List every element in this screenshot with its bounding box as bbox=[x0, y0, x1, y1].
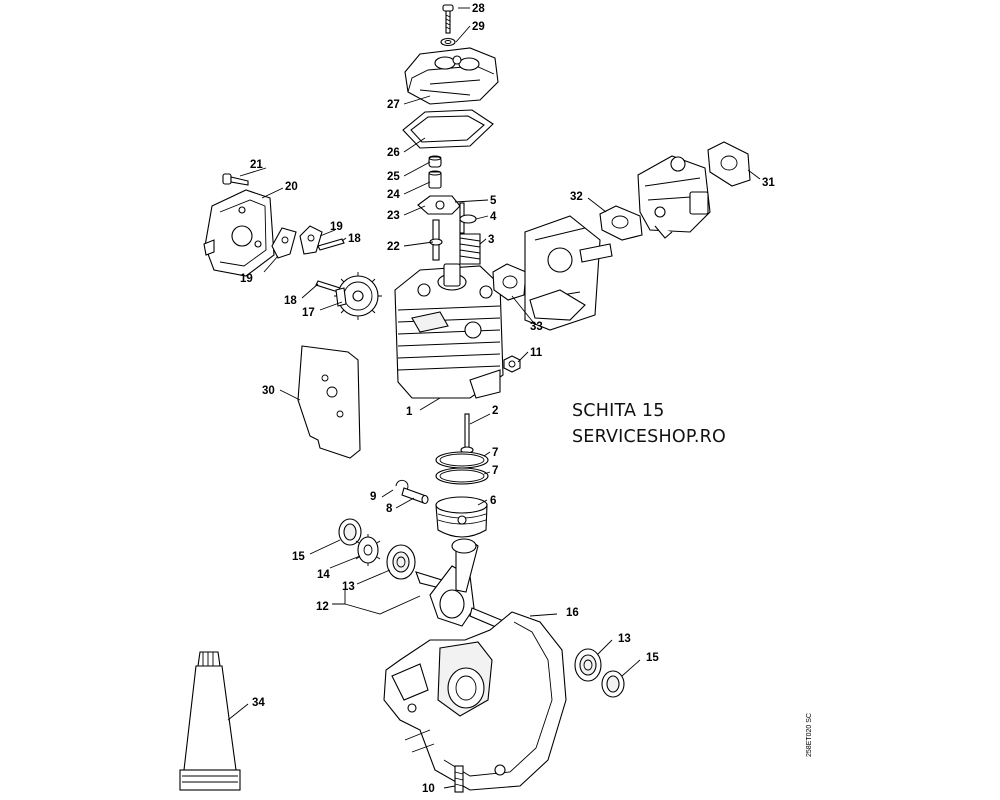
part-manifold-flange bbox=[524, 215, 613, 331]
part-19-rocker-levers bbox=[271, 225, 323, 259]
part-7-piston-ring-lower bbox=[435, 467, 489, 485]
callout-9: 9 bbox=[370, 491, 376, 503]
part-10-screw bbox=[454, 765, 464, 793]
callout-6: 6 bbox=[490, 495, 496, 507]
callout-27: 27 bbox=[387, 99, 400, 111]
part-3-valve-spring bbox=[459, 233, 481, 265]
part-33-manifold-gasket bbox=[492, 263, 527, 301]
callout-25: 25 bbox=[387, 171, 400, 183]
part-17-camshaft-gear bbox=[334, 272, 382, 320]
callout-33: 33 bbox=[530, 321, 543, 333]
part-23-rocker-arm bbox=[417, 195, 461, 215]
part-4-valve-keeper bbox=[459, 214, 477, 224]
callout-32: 32 bbox=[570, 191, 583, 203]
part-32-carb-gasket bbox=[599, 205, 643, 241]
part-2-valve bbox=[460, 413, 474, 454]
document-code: 258ET020 SC bbox=[806, 713, 813, 757]
part-6-piston bbox=[435, 496, 488, 538]
callout-29: 29 bbox=[472, 21, 485, 33]
part-30-heat-shield bbox=[297, 345, 361, 459]
part-26-cover-gasket bbox=[402, 109, 494, 149]
watermark-site: SERVICESHOP.RO bbox=[572, 427, 726, 447]
part-20-cam-cover bbox=[203, 189, 275, 277]
callout-4: 4 bbox=[490, 211, 497, 223]
callout-15a: 15 bbox=[292, 551, 305, 563]
callout-3: 3 bbox=[488, 234, 494, 246]
part-1-cylinder bbox=[394, 263, 504, 399]
callout-12: 12 bbox=[316, 601, 329, 613]
watermark-title: SCHITA 15 bbox=[572, 401, 665, 421]
callout-31: 31 bbox=[762, 177, 775, 189]
callout-14: 14 bbox=[317, 569, 330, 581]
callout-21: 21 bbox=[250, 159, 263, 171]
part-7-piston-ring-upper bbox=[435, 451, 489, 469]
callout-19b: 19 bbox=[240, 273, 253, 285]
part-25-spring-retainer bbox=[428, 155, 442, 168]
callout-labels: 28 29 27 26 25 24 23 22 5 4 3 20 21 19 1… bbox=[240, 3, 775, 795]
part-carburetor bbox=[637, 155, 711, 239]
part-29-washer bbox=[440, 37, 456, 47]
callout-15b: 15 bbox=[646, 652, 659, 664]
callout-2: 2 bbox=[492, 405, 498, 417]
part-15-seal-left bbox=[338, 518, 362, 546]
part-31-air-filter-gasket bbox=[707, 141, 751, 187]
part-14-crank-gear bbox=[355, 534, 381, 566]
callout-26: 26 bbox=[387, 147, 400, 159]
part-18-shaft-upper bbox=[317, 238, 345, 251]
part-15-seal-right bbox=[601, 670, 625, 698]
callout-8: 8 bbox=[386, 503, 393, 515]
part-34-grease-tube bbox=[179, 651, 241, 791]
callout-13a: 13 bbox=[342, 581, 355, 593]
leader-lines bbox=[227, 7, 761, 789]
callout-17: 17 bbox=[302, 307, 315, 319]
callout-30: 30 bbox=[262, 385, 275, 397]
part-11-nut bbox=[503, 355, 521, 373]
callout-1: 1 bbox=[406, 406, 413, 418]
callout-18a: 18 bbox=[348, 233, 361, 245]
callout-22: 22 bbox=[387, 241, 400, 253]
part-28-screw bbox=[442, 4, 454, 34]
part-27-valve-cover bbox=[404, 47, 499, 105]
part-12-crankshaft bbox=[415, 538, 507, 631]
part-13-bearing-left bbox=[386, 544, 416, 580]
callout-18b: 18 bbox=[284, 295, 297, 307]
part-16-crankcase bbox=[383, 611, 567, 791]
part-8-piston-pin bbox=[401, 487, 429, 505]
part-22-pushrod-stud bbox=[429, 219, 443, 261]
callout-7b: 7 bbox=[492, 465, 498, 477]
callout-23: 23 bbox=[387, 210, 400, 222]
callout-20: 20 bbox=[285, 181, 298, 193]
part-13-bearing-right bbox=[574, 648, 602, 682]
part-21-screw bbox=[222, 173, 249, 186]
callout-5: 5 bbox=[490, 195, 497, 207]
callout-11: 11 bbox=[530, 347, 543, 359]
callout-7a: 7 bbox=[492, 447, 498, 459]
callout-10: 10 bbox=[422, 783, 435, 795]
callout-28: 28 bbox=[472, 3, 485, 15]
callout-34: 34 bbox=[252, 697, 265, 709]
callout-24: 24 bbox=[387, 189, 400, 201]
callout-13b: 13 bbox=[618, 633, 631, 645]
part-24-adjuster bbox=[428, 170, 442, 189]
callout-19a: 19 bbox=[330, 221, 343, 233]
callout-16: 16 bbox=[566, 607, 579, 619]
